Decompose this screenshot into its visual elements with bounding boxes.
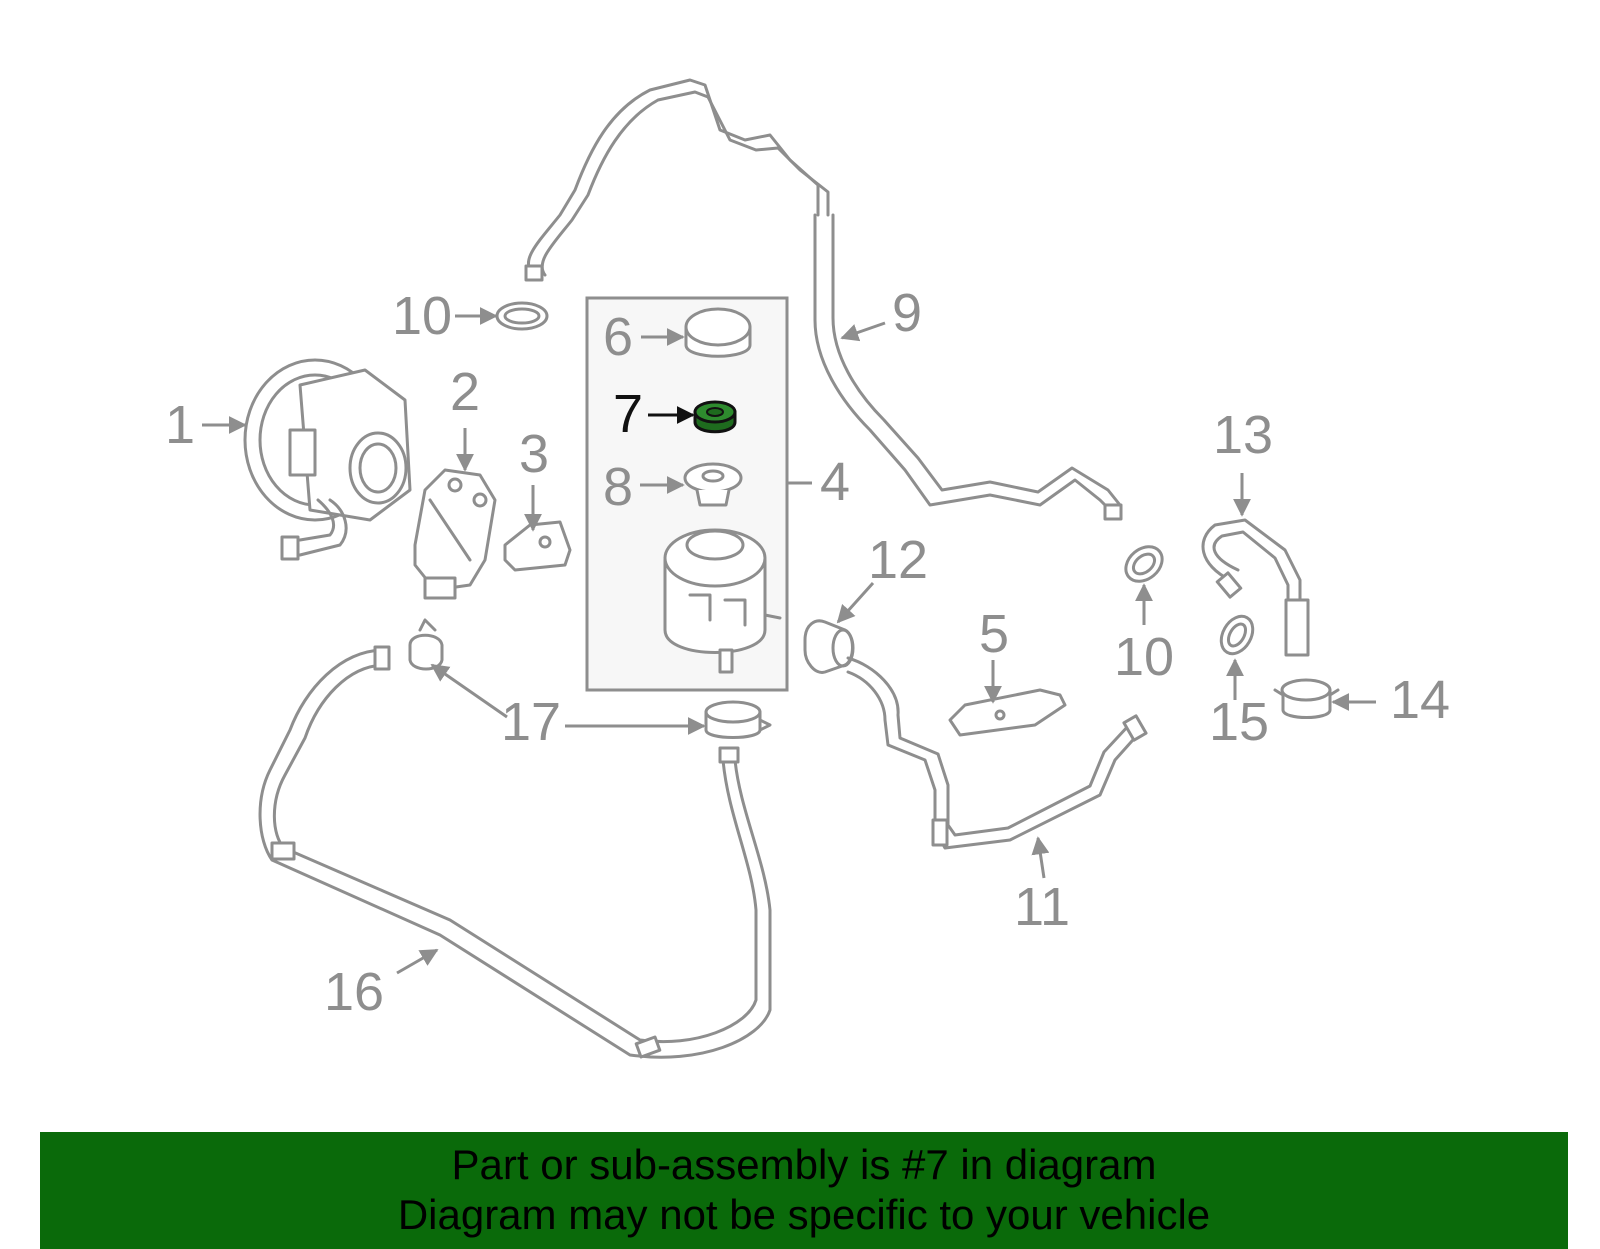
callout-12-arrow [836, 581, 875, 624]
clamp-part-17-center [704, 700, 772, 739]
callout-6: 6 [603, 307, 633, 367]
pump-bracket-part-2 [413, 468, 497, 600]
callout-9-arrow [840, 321, 886, 342]
callout-16-arrow [396, 948, 439, 975]
bracket-part-5 [948, 688, 1067, 737]
o-ring-part-15 [1219, 614, 1255, 656]
clamp-part-17-left [408, 618, 444, 671]
callout-17-left-arrow [430, 663, 508, 719]
reservoir-cap-part-6 [684, 307, 752, 358]
info-banner: Part or sub-assembly is #7 in diagram Di… [40, 1132, 1568, 1249]
callout-5: 5 [979, 604, 1009, 664]
callout-3: 3 [519, 424, 549, 484]
callout-11: 11 [1014, 877, 1070, 937]
strainer-part-8 [683, 462, 743, 507]
callout-4: 4 [820, 452, 850, 512]
callout-9: 9 [892, 283, 922, 343]
callout-10-right: 10 [1114, 627, 1174, 687]
return-line-part-11 [846, 656, 1148, 850]
hose-end-fitting [1103, 503, 1123, 521]
callout-2: 2 [450, 362, 480, 422]
seal-part-7-highlighted [693, 400, 737, 434]
power-steering-pump-part-1 [243, 358, 412, 561]
callout-14: 14 [1390, 670, 1450, 730]
banner-disclaimer-line: Diagram may not be specific to your vehi… [397, 1191, 1211, 1238]
o-ring-inner [503, 307, 541, 325]
callout-15: 15 [1209, 692, 1269, 752]
parts-diagram: 1 2 3 4 5 6 7 8 9 10 10 11 12 13 14 15 1… [165, 78, 1450, 1059]
suction-hose-part-16 [258, 645, 772, 1059]
callout-8: 8 [603, 457, 633, 517]
bracket-part-3 [503, 520, 572, 572]
hose-fitting [524, 264, 544, 282]
reservoir-part-4 [663, 528, 782, 674]
o-ring-inner [1226, 622, 1248, 648]
o-ring-inner [1131, 552, 1157, 576]
callout-11-arrow [1031, 836, 1050, 879]
clamp-part-12 [803, 619, 855, 674]
callout-12: 12 [868, 530, 928, 590]
pressure-hose-part-9 [524, 78, 1123, 521]
callout-13: 13 [1213, 405, 1273, 465]
callout-1: 1 [165, 395, 195, 455]
callout-10-top: 10 [392, 286, 452, 346]
banner-part-line: Part or sub-assembly is #7 in diagram [451, 1141, 1157, 1188]
o-ring-part-10-right [1124, 545, 1164, 583]
callout-17: 17 [501, 692, 561, 752]
callout-16: 16 [324, 962, 384, 1022]
callout-7: 7 [613, 384, 643, 444]
clamp-part-14 [1273, 678, 1340, 719]
line-part-13 [1201, 518, 1310, 657]
